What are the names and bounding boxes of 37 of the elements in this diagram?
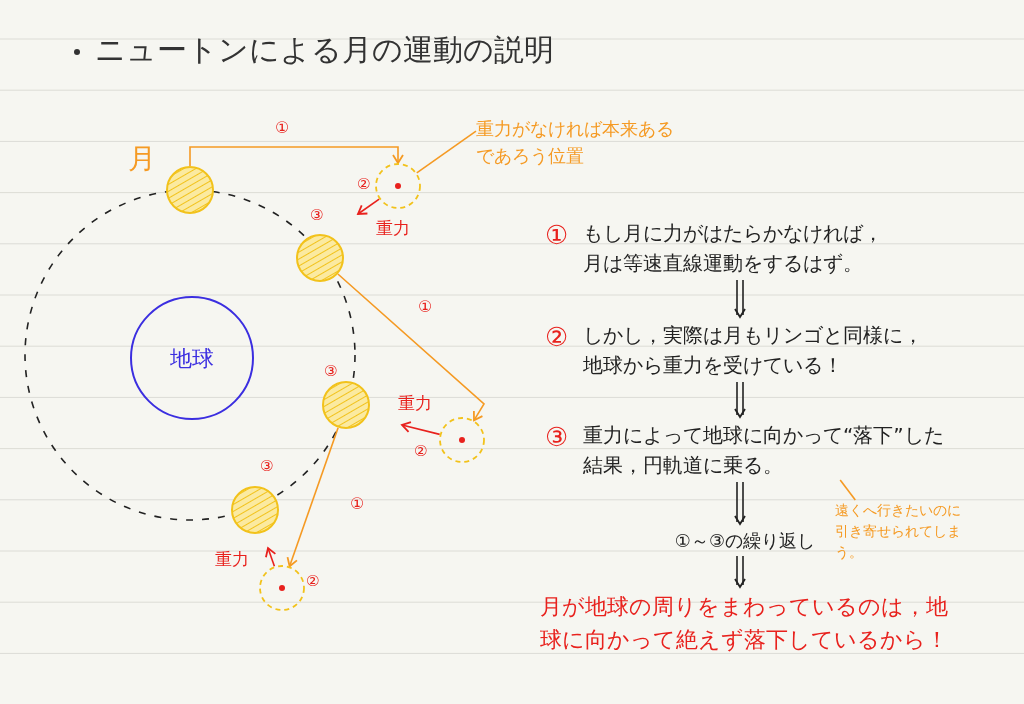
leader-line	[839, 479, 857, 501]
callout-number: ①	[350, 494, 365, 513]
callout-number: ②	[357, 175, 371, 193]
callout-number: ②	[306, 572, 320, 590]
step-text: しかし，実際は月もリンゴと同様に，地球から重力を受けている！	[583, 322, 924, 379]
force-label: 重力	[215, 548, 249, 571]
flow-arrow	[734, 381, 746, 418]
flow-arrow	[734, 279, 746, 318]
callout-number: ①	[275, 118, 290, 137]
earth-label: 地球	[169, 345, 215, 373]
step-number: ②	[545, 322, 569, 352]
conclusion-text: 月が地球の周りをまわっているのは，地球に向かって絶えず落下しているから！	[540, 593, 949, 654]
moon-label: 月	[128, 141, 156, 177]
callout-number: ②	[414, 442, 428, 460]
force-label: 重力	[398, 392, 432, 415]
force-arrow	[265, 547, 277, 568]
force-arrow	[357, 198, 380, 215]
force-label: 重力	[376, 217, 410, 240]
step-number: ③	[545, 422, 569, 452]
callout-number: ③	[310, 206, 324, 224]
step-text: もし月に力がはたらかなければ，月は等速直線運動をするはず。	[583, 220, 884, 277]
note-text: 遠くへ行きたいのに引き寄せられてしまう。	[835, 501, 962, 562]
arrow	[286, 426, 339, 568]
step-text: ①～③の繰り返し	[673, 529, 817, 553]
note-text: 重力がなければ本来あるであろう位置	[476, 117, 675, 168]
flow-arrow	[734, 481, 746, 525]
callout-number: ③	[324, 362, 338, 380]
step-text: 重力によって地球に向かって“落下”した結果，円軌道に乗る。	[583, 422, 945, 479]
flow-arrow	[734, 555, 746, 588]
force-arrow	[401, 421, 441, 436]
arrow	[189, 146, 404, 167]
callout-number: ①	[418, 297, 433, 316]
step-number: ①	[545, 220, 569, 250]
callout-number: ③	[260, 457, 274, 475]
leader-line	[416, 130, 477, 174]
arrow	[337, 273, 486, 422]
title: ニュートンによる月の運動の説明	[95, 31, 554, 69]
